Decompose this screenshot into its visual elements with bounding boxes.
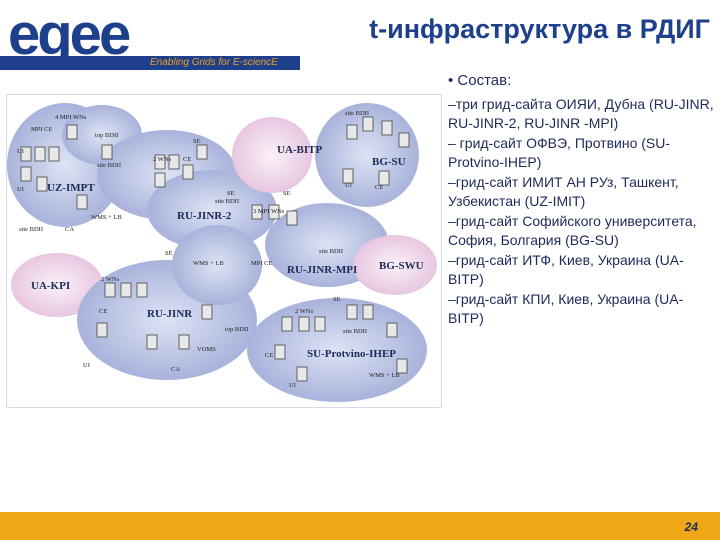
node-label: MPI CE — [31, 126, 53, 133]
list-item: –три грид-сайта ОИЯИ, Дубна (RU-JINR, RU… — [448, 96, 714, 131]
node-label: SE — [193, 138, 201, 145]
node-label: site BDII — [97, 162, 121, 169]
node-label: site BDII — [319, 248, 343, 255]
node-label: UI — [17, 186, 24, 193]
node-label: CA — [65, 226, 74, 233]
node-label: VOMS — [197, 346, 216, 353]
node-label: CE — [99, 308, 107, 315]
header: egee t-инфраструктура в РДИГ Enabling Gr… — [0, 0, 720, 72]
node-label: UI — [289, 382, 296, 389]
node-label: site BDII — [215, 198, 239, 205]
cloud-label: UA-KPI — [31, 280, 70, 292]
cloud-label: SU-Protvino-IHEP — [307, 348, 396, 360]
node-label: CA — [171, 366, 180, 373]
list-item: –грид-сайт ИТФ, Киев, Украина (UA-BITP) — [448, 252, 684, 287]
header-strip — [0, 56, 300, 70]
cloud-label: RU-JINR-MPI — [287, 264, 357, 276]
node-label: 3 MPI WNs — [253, 208, 285, 215]
node-label: 4 MPI WNs — [55, 114, 87, 121]
node-label: MPI CE — [251, 260, 273, 267]
node-label: 2 WNs — [153, 156, 172, 163]
node-label: SE — [333, 296, 341, 303]
node-label: site BDII — [343, 328, 367, 335]
page-number: 24 — [684, 520, 698, 534]
diagram-svg: UZ-IMPT UA-BITP BG-SU RU-JINR-2 RU-JINR-… — [7, 103, 437, 402]
node-label: UI — [83, 362, 90, 369]
node-label: UI — [345, 182, 352, 189]
node-label: site BDII — [345, 110, 369, 117]
cloud-shapes — [7, 103, 437, 402]
node-label: SE — [165, 250, 173, 257]
server-icons — [20, 116, 410, 382]
section-heading: • Состав: — [448, 72, 512, 89]
node-label: 2 WNs — [101, 276, 120, 283]
cloud-label: BG-SU — [372, 156, 406, 168]
node-label: WMS + LB — [193, 260, 224, 267]
node-label: top BDII — [225, 326, 248, 333]
node-label: CE — [375, 184, 383, 191]
list-item: – грид-сайт ОФВЭ, Протвино (SU-Protvino-… — [448, 135, 671, 170]
infrastructure-diagram: UZ-IMPT UA-BITP BG-SU RU-JINR-2 RU-JINR-… — [6, 94, 442, 408]
node-label: CE — [183, 156, 191, 163]
node-label: top BDII — [95, 132, 118, 139]
node-label: WMS + LB — [91, 214, 122, 221]
logo-text: egee — [8, 2, 131, 67]
content-panel: • Состав: –три грид-сайта ОИЯИ, Дубна (R… — [448, 72, 716, 329]
list-item: –грид-сайт ИМИТ АН РУз, Ташкент, Узбекис… — [448, 174, 679, 209]
list-item: –грид-сайт КПИ, Киев, Украина (UA-BITP) — [448, 291, 684, 326]
node-label: SE — [283, 190, 291, 197]
footer-bar: 24 — [0, 512, 720, 540]
node-label: WMS + LB — [369, 372, 400, 379]
node-label: SE — [227, 190, 235, 197]
node-label: site BDII — [19, 226, 43, 233]
tagline: Enabling Grids for E-sciencE — [150, 57, 278, 68]
cloud-label: UA-BITP — [277, 144, 323, 156]
node-label: CE — [265, 352, 273, 359]
list-item: –грид-сайт Софийского университета, Софи… — [448, 213, 697, 248]
node-label: 2 WNs — [295, 308, 314, 315]
cloud-label: RU-JINR-2 — [177, 210, 232, 222]
page-title: t-инфраструктура в РДИГ — [369, 14, 710, 44]
cloud-label: UZ-IMPT — [47, 182, 95, 194]
egee-logo: egee — [8, 6, 131, 64]
cloud-label: BG-SWU — [379, 260, 424, 272]
cloud-label: RU-JINR — [147, 308, 193, 320]
node-label: UI — [17, 148, 24, 155]
